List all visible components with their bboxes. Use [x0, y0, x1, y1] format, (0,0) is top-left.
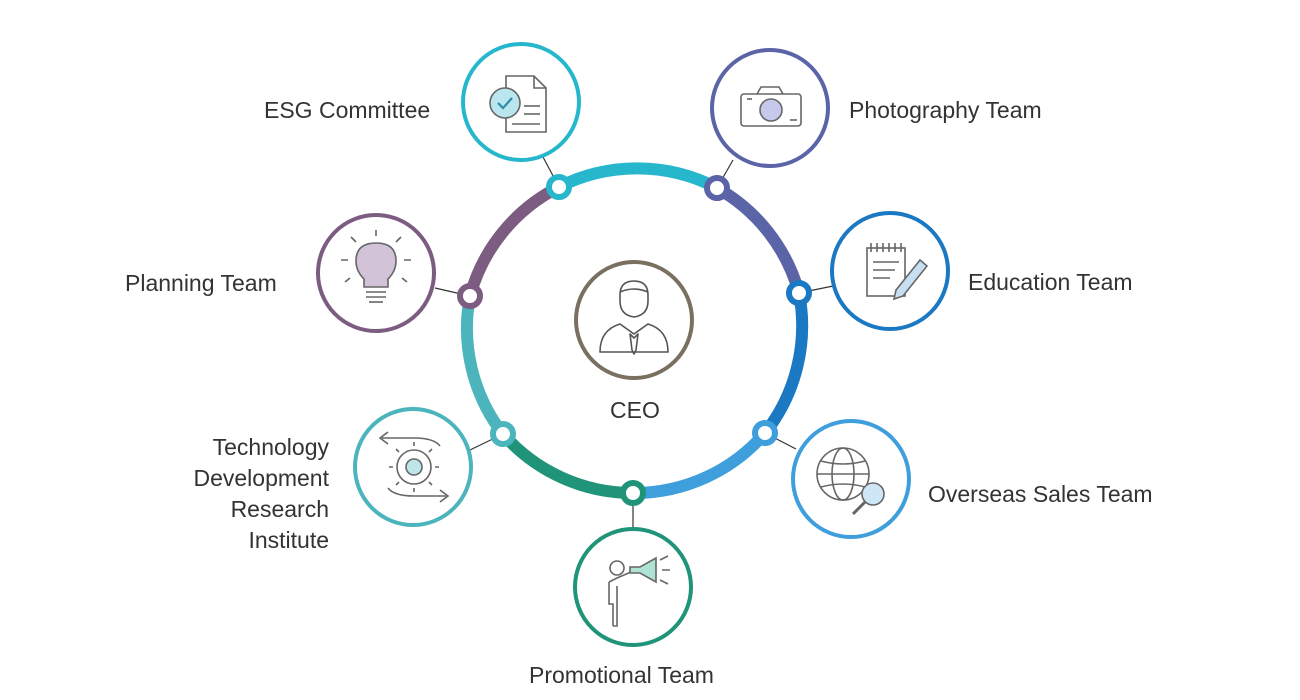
businessman-icon	[599, 280, 669, 355]
node-tech	[353, 407, 473, 527]
label-tech-line-3: Research	[230, 496, 329, 522]
label-promo: Promotional Team	[529, 662, 714, 688]
megaphone-person-icon	[608, 555, 670, 627]
label-tech-line-4: Institute	[248, 527, 329, 553]
ring-arc-tech-plan	[460, 294, 508, 438]
ring	[460, 162, 809, 500]
label-tech-line-1: Technology	[212, 434, 329, 460]
checklist-document-icon	[489, 75, 547, 133]
label-sales: Overseas Sales Team	[928, 481, 1153, 507]
gear-cycle-icon	[378, 431, 450, 503]
node-esg	[461, 42, 581, 162]
globe-search-icon	[816, 447, 885, 516]
junction-photo	[704, 175, 730, 201]
node-promo	[573, 527, 693, 647]
node-plan	[316, 213, 436, 333]
junction-plan	[457, 283, 483, 309]
node-sales	[791, 419, 911, 539]
node-esg-circle	[461, 42, 581, 162]
ring-arc-photo-edu	[714, 182, 805, 295]
junction-edu	[786, 280, 812, 306]
junction-tech	[490, 421, 516, 447]
ceo-circle	[574, 260, 694, 380]
ceo-node	[574, 260, 694, 380]
camera-icon	[740, 86, 802, 127]
node-photo	[710, 48, 830, 168]
label-tech: Technology Development Research Institut…	[193, 432, 329, 556]
junctions	[457, 174, 812, 506]
junction-esg	[546, 174, 572, 200]
label-edu: Education Team	[968, 269, 1133, 295]
ring-arc-edu-sales	[760, 291, 809, 437]
node-sales-circle	[791, 419, 911, 539]
label-plan: Planning Team	[125, 270, 277, 296]
notepad-pencil-icon	[866, 243, 929, 301]
junction-sales	[752, 420, 778, 446]
label-photo: Photography Team	[849, 97, 1042, 123]
ring-arc-promo-tech	[498, 430, 634, 499]
ring-arc-esg-photo	[556, 162, 720, 194]
node-promo-circle	[573, 527, 693, 647]
ring-arc-plan-esg	[464, 181, 562, 298]
light-bulb-icon	[341, 230, 411, 303]
junction-promo	[620, 480, 646, 506]
label-tech-line-2: Development	[193, 465, 329, 491]
label-esg: ESG Committee	[264, 97, 431, 123]
ring-arc-sales-promo	[632, 429, 770, 500]
ceo-label: CEO	[610, 397, 660, 423]
node-edu	[830, 211, 950, 331]
node-edu-circle	[830, 211, 950, 331]
